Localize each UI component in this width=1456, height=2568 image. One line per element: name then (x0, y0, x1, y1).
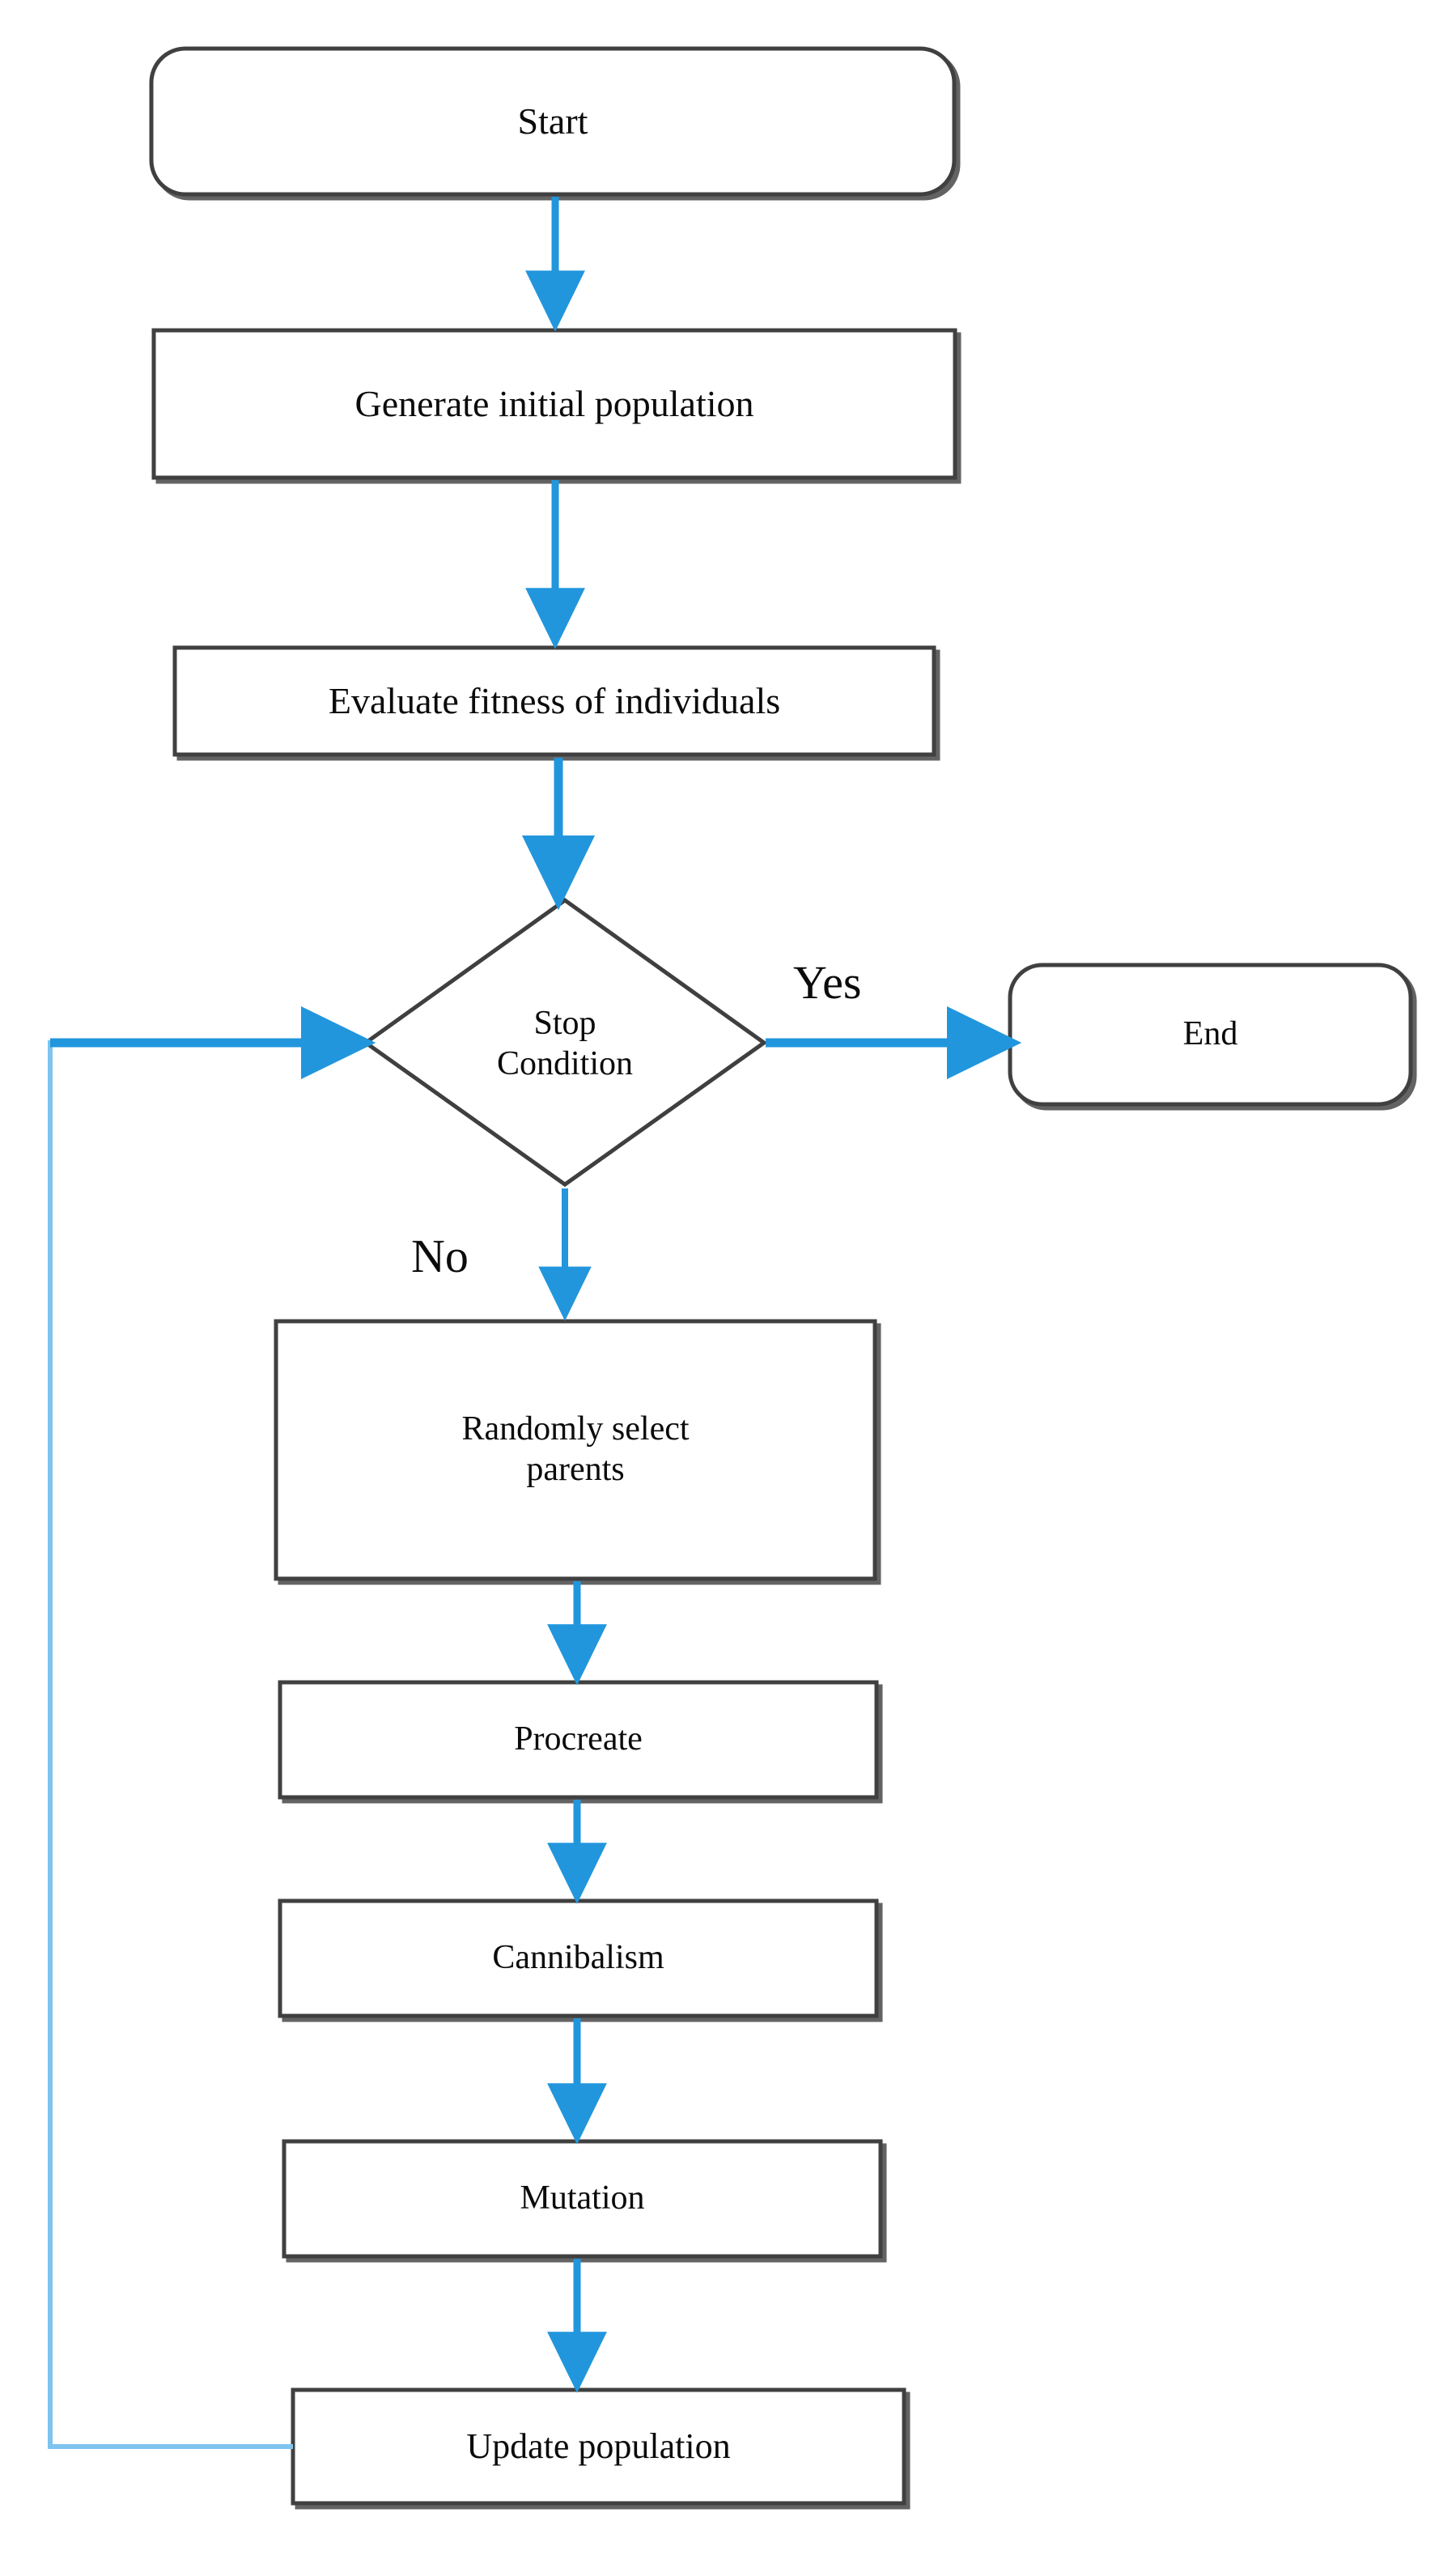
node-shape-cannibalism (278, 1898, 879, 2018)
node-shape-evaluate-fitness (172, 645, 936, 757)
node-shape-mutation (282, 2139, 883, 2259)
node-shape-stop-condition (362, 897, 768, 1188)
node-shape-generate-population (151, 328, 957, 480)
node-shape-update-population (291, 2387, 906, 2506)
node-shape-end (1008, 963, 1413, 1107)
node-shape-procreate (278, 1680, 879, 1800)
node-shape-start (149, 46, 957, 197)
node-shape-select-parents (274, 1319, 877, 1581)
